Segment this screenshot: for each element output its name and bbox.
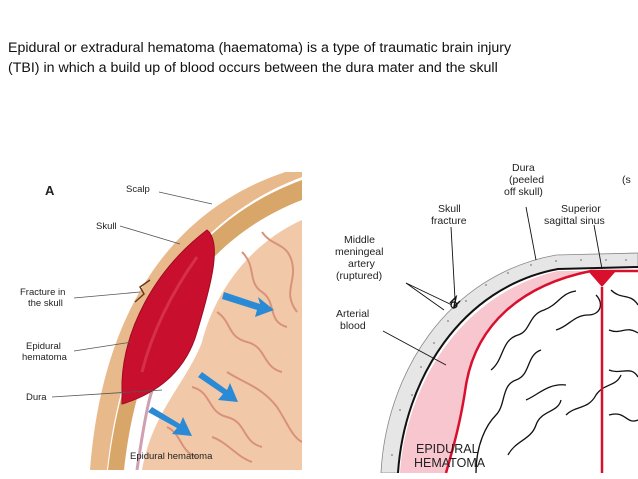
label-middle-4: (ruptured) <box>336 270 382 282</box>
label-arterial-1: Arterial <box>336 308 369 320</box>
label-epidural-1: Epidural <box>26 341 61 352</box>
label-dura-3: off skull) <box>504 186 543 198</box>
caption-line-2: (TBI) in which a build up of blood occur… <box>8 58 632 78</box>
label-superior-2: sagittal sinus <box>544 215 605 227</box>
label-fracture-1: Fracture in <box>20 287 65 298</box>
label-skull-fracture-1: Skull <box>438 203 461 215</box>
label-bottom-caption: Epidural hematoma <box>130 451 213 462</box>
label-bottom-2: HEMATOMA <box>414 456 486 470</box>
caption-line-1: Epidural or extradural hematoma (haemato… <box>8 38 632 58</box>
label-epidural-2: hematoma <box>22 352 68 363</box>
label-bottom-1: EPIDURAL <box>416 442 479 456</box>
label-skull-fracture-2: fracture <box>431 215 467 227</box>
label-fracture-2: the skull <box>28 298 63 309</box>
label-scalp: Scalp <box>126 184 150 195</box>
label-dura-1: Dura <box>512 162 535 174</box>
label-superior-1: Superior <box>561 203 601 215</box>
left-figure: A Scalp Skull Fracture in the skull Epid… <box>12 172 302 470</box>
label-middle-3: artery <box>348 258 376 270</box>
label-middle-1: Middle <box>344 234 375 246</box>
label-middle-2: meningeal <box>335 246 383 258</box>
panel-letter: A <box>45 183 55 198</box>
right-figure: Dura (peeled off skull) (s Skull fractur… <box>326 155 638 473</box>
label-skull: Skull <box>96 221 117 232</box>
right-hemisphere-folds <box>609 290 638 421</box>
label-dura: Dura <box>26 392 47 403</box>
label-dura-2: (peeled <box>509 174 544 186</box>
label-arterial-2: blood <box>340 320 366 332</box>
superior-sagittal-sinus <box>588 271 616 287</box>
label-cut-s: (s <box>622 174 631 186</box>
caption: Epidural or extradural hematoma (haemato… <box>8 38 632 78</box>
